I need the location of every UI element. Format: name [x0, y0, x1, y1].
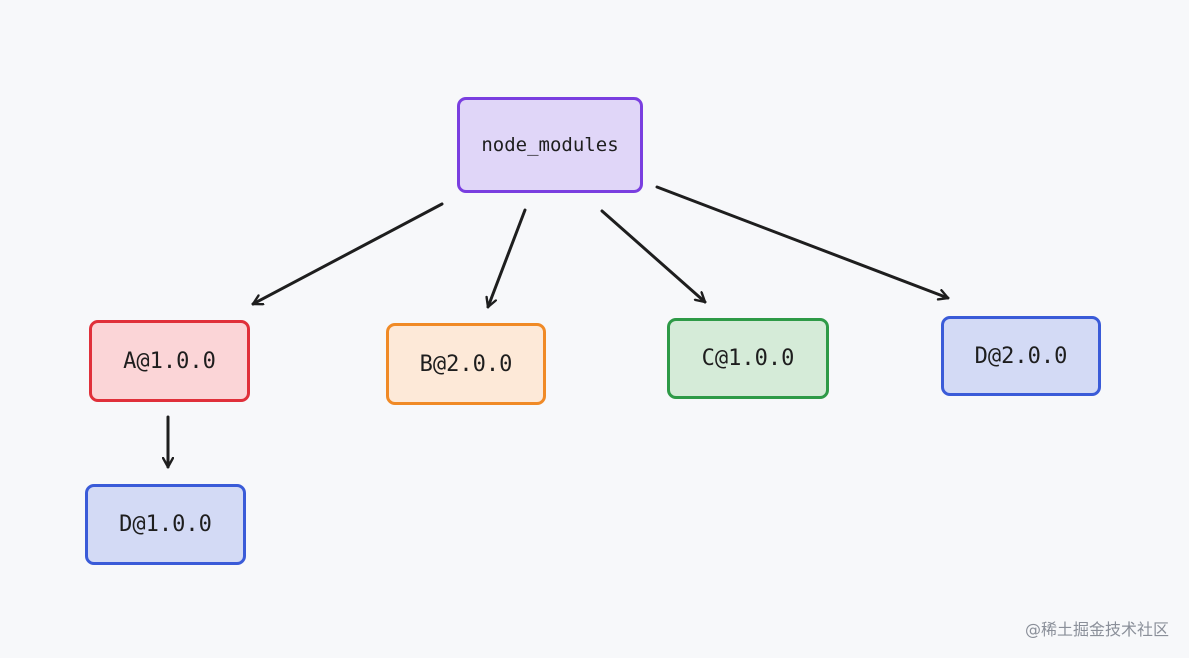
- node-node-modules[interactable]: node_modules: [457, 97, 643, 193]
- node-a-1-0-0[interactable]: A@1.0.0: [89, 320, 250, 402]
- arrow-root-to-d2: [655, 185, 950, 298]
- watermark: @稀土掘金技术社区: [1024, 620, 1169, 639]
- node-label: B@2.0.0: [419, 351, 513, 377]
- node-c-1-0-0[interactable]: C@1.0.0: [667, 318, 829, 399]
- arrow-root-to-b: [488, 208, 527, 309]
- node-label: node_modules: [481, 134, 619, 156]
- node-label: C@1.0.0: [701, 346, 795, 371]
- node-d-2-0-0[interactable]: D@2.0.0: [941, 316, 1101, 396]
- arrow-root-to-a: [251, 202, 444, 306]
- node-d-1-0-0[interactable]: D@1.0.0: [85, 484, 246, 565]
- node-b-2-0-0[interactable]: B@2.0.0: [386, 323, 546, 405]
- node-label: A@1.0.0: [123, 348, 216, 374]
- arrow-root-to-c: [600, 209, 707, 304]
- node-label: D@2.0.0: [974, 343, 1068, 369]
- node-label: D@1.0.0: [119, 512, 212, 537]
